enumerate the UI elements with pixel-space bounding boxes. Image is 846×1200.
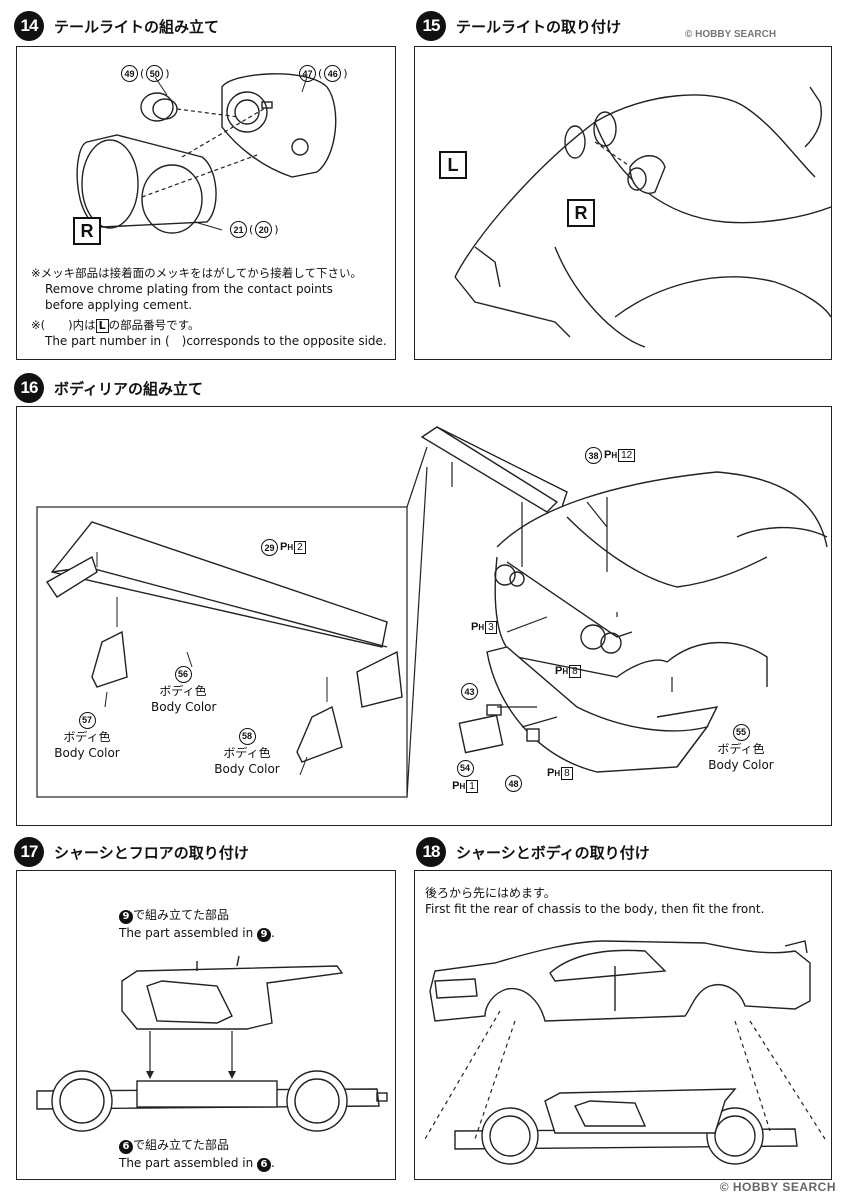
part-47-label: 47 (46): [299, 65, 348, 82]
part-43-label: 43: [461, 683, 478, 700]
part-21-label: 21 (20): [230, 221, 279, 238]
step-title: シャーシとフロアの取り付け: [54, 843, 249, 862]
fit-note-jp: 後ろから先にはめます。: [425, 886, 556, 900]
assembled-9-en: The part assembled in 9.: [119, 926, 275, 942]
taillight-assembly-drawing: [76, 73, 337, 234]
side-r-label: R: [73, 217, 101, 245]
step-number: 14: [14, 11, 44, 41]
step-title: テールライトの組み立て: [54, 17, 220, 36]
step-14-panel: 49 (50) 47 (46) 21 (20) R ※メッキ部品は接着面のメッキ…: [16, 46, 396, 360]
body-rear-drawing: [36, 426, 828, 798]
side-r-label: R: [567, 199, 595, 227]
step-16-header: 16 ボディリアの組み立て: [14, 372, 203, 404]
taillight-install-drawing: [454, 86, 831, 348]
part-49-label: 49 (50): [121, 65, 170, 82]
chrome-note-jp: ※メッキ部品は接着面のメッキをはがしてから接着して下さい。: [31, 266, 362, 280]
part-48-label: 48: [505, 775, 522, 792]
step-number: 16: [14, 373, 44, 403]
fit-note-en: First fit the rear of chassis to the bod…: [425, 902, 765, 916]
step-15-header: 15 テールライトの取り付け: [416, 10, 621, 42]
part-number-note-en: The part number in ( )corresponds to the…: [45, 334, 387, 348]
step-title: ボディリアの組み立て: [54, 379, 203, 398]
chrome-note-en-1: Remove chrome plating from the contact p…: [45, 282, 333, 296]
part-56-label: 56 ボディ色 Body Color: [151, 665, 216, 715]
step-title: シャーシとボディの取り付け: [456, 843, 650, 862]
chrome-note-en-2: before applying cement.: [45, 298, 193, 312]
watermark: © HOBBY SEARCH: [685, 29, 777, 40]
step-number: 17: [14, 837, 44, 867]
assembled-6-en: The part assembled in 6.: [119, 1156, 275, 1172]
part-58-label: 58 ボディ色 Body Color: [207, 727, 287, 777]
part-55-label: 55 ボディ色 Body Color: [701, 723, 781, 773]
step-15-panel: L R © HOBBY SEARCH: [414, 29, 832, 360]
side-l-label: L: [439, 151, 467, 179]
chassis-body-drawing: [424, 940, 826, 1165]
chassis-floor-drawing: [36, 955, 388, 1132]
step-18-header: 18 シャーシとボディの取り付け: [416, 836, 650, 868]
side-l-inline: L: [95, 319, 109, 333]
step-17-header: 17 シャーシとフロアの取り付け: [14, 836, 249, 868]
step-number: 15: [416, 11, 446, 41]
step-number: 18: [416, 837, 446, 867]
step-title: テールライトの取り付け: [456, 17, 622, 36]
part-57-label: 57 ボディ色 Body Color: [47, 711, 127, 761]
step-14-header: 14 テールライトの組み立て: [14, 10, 219, 42]
watermark: © HOBBY SEARCH: [719, 1180, 836, 1194]
step-18-panel: 後ろから先にはめます。 First fit the rear of chassi…: [414, 870, 832, 1180]
